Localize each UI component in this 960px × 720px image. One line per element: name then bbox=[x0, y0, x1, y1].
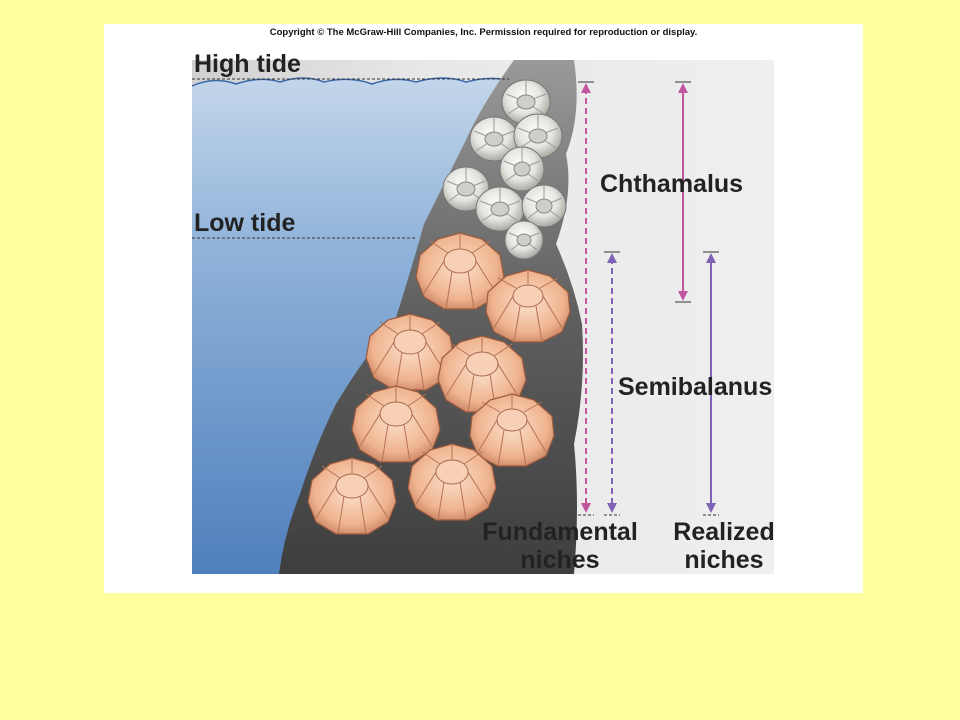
semibalanus-label: Semibalanus bbox=[618, 373, 772, 401]
fundamental-niches-label-line2: niches bbox=[520, 546, 599, 574]
semibalanus-barnacles bbox=[307, 232, 571, 535]
niche-arrows bbox=[578, 81, 719, 516]
chthamalus-barnacles bbox=[442, 79, 567, 260]
niche-diagram: High tide Low tide Chthamalus Semibalanu… bbox=[191, 50, 775, 574]
realized-niches-label-line2: niches bbox=[684, 546, 763, 574]
fundamental-niches-label-line1: Fundamental bbox=[482, 518, 638, 546]
chthamalus-label: Chthamalus bbox=[600, 170, 743, 198]
copyright-notice: Copyright © The McGraw-Hill Companies, I… bbox=[269, 27, 698, 38]
realized-niches-label-line1: Realized bbox=[673, 518, 774, 546]
low-tide-label: Low tide bbox=[194, 209, 295, 237]
high-tide-label: High tide bbox=[194, 50, 301, 78]
slide-frame: Copyright © The McGraw-Hill Companies, I… bbox=[104, 24, 863, 593]
